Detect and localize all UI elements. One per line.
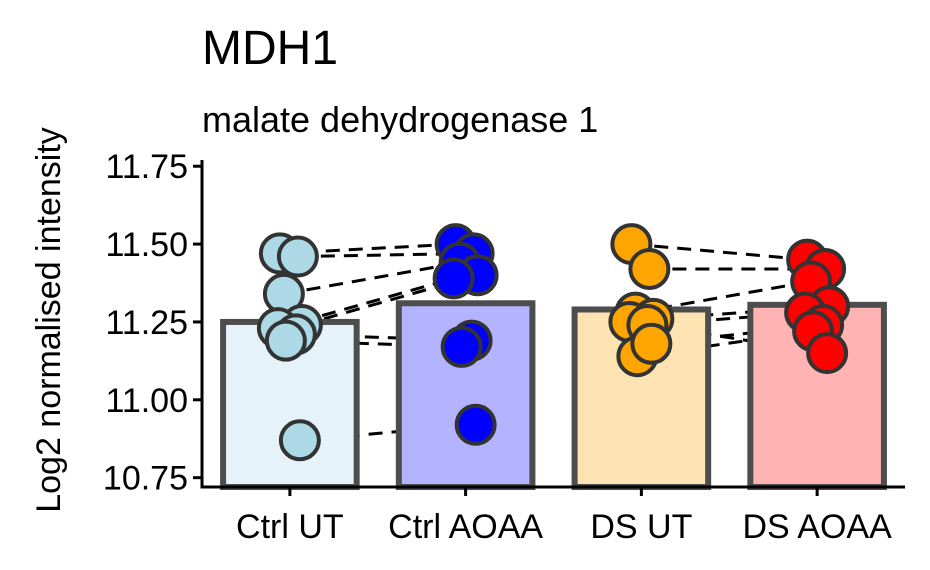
data-point (432, 257, 475, 300)
x-tick-label: DS AOAA (742, 508, 892, 546)
chart-title: MDH1 (202, 22, 338, 75)
data-point (628, 248, 671, 290)
y-axis-title: Log2 normalised intensity (30, 127, 68, 513)
x-tick-label: Ctrl AOAA (388, 508, 543, 546)
data-point (454, 403, 497, 446)
pair-lines (277, 242, 830, 442)
x-tick-label: DS UT (590, 508, 692, 546)
y-tick-label: 11.75 (105, 148, 188, 186)
data-point (806, 332, 849, 375)
pair-line (283, 261, 460, 296)
data-point (630, 322, 673, 365)
data-point (276, 235, 319, 278)
data-point (278, 419, 321, 462)
y-tick-label: 11.25 (105, 304, 188, 342)
data-points (256, 223, 851, 462)
data-point (264, 319, 307, 362)
y-tick-label: 11.00 (105, 382, 188, 420)
pair-line (631, 242, 808, 262)
chart-subtitle: malate dehydrogenase 1 (202, 99, 598, 140)
bars (220, 300, 887, 491)
pair-line (301, 273, 479, 327)
y-tick-label: 11.50 (105, 226, 188, 264)
x-tick-label: Ctrl UT (236, 508, 344, 546)
y-tick-label: 10.75 (103, 460, 188, 498)
data-point (440, 325, 483, 368)
